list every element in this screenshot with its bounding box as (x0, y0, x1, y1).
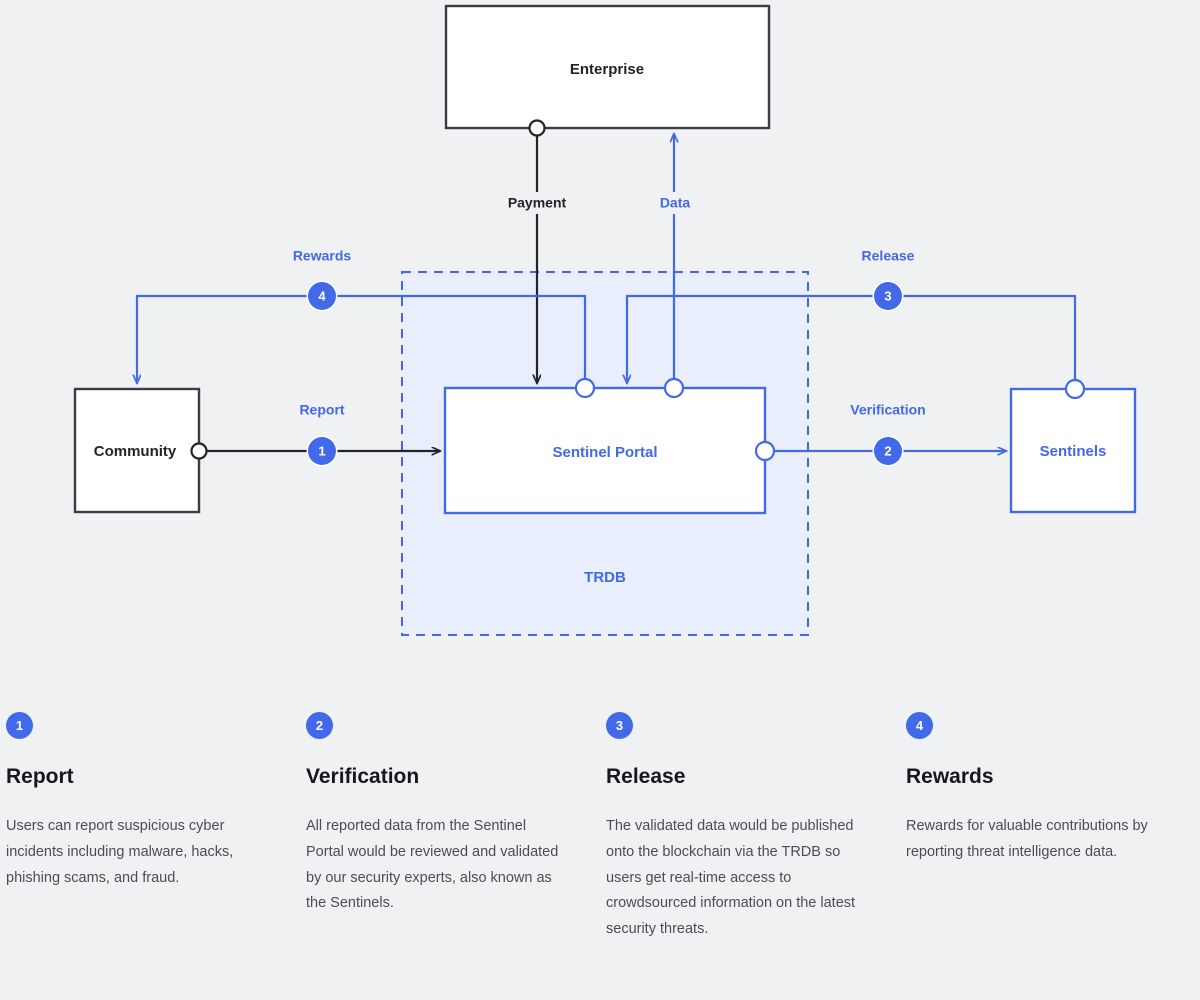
legend-title-4: Rewards (906, 765, 994, 788)
edge-rewards-label: Rewards (293, 248, 352, 264)
flow-diagram: TRDB Enterprise Community Sentinel Porta… (73, 4, 1137, 636)
badge-report: 1 (306, 435, 338, 467)
legend-title-2: Verification (306, 765, 420, 788)
badge-release-number: 3 (884, 288, 891, 303)
legend-desc-4: Rewards for valuable contributions by re… (906, 818, 1148, 860)
edge-payment: Payment (489, 119, 585, 384)
badge-rewards-number: 4 (318, 288, 326, 303)
legend-title-3: Release (606, 765, 686, 788)
badge-release: 3 (872, 280, 904, 312)
badge-verification: 2 (872, 435, 904, 467)
edge-verification-label: Verification (850, 402, 925, 418)
edge-rewards: Rewards 4 (137, 245, 596, 399)
legend-row: 1 Report Users can report suspicious cyb… (0, 712, 1200, 943)
legend-badge-4: 4 (906, 712, 933, 739)
badge-report-number: 1 (318, 443, 325, 458)
node-community[interactable]: Community (73, 387, 201, 514)
edge-data-label: Data (660, 195, 691, 211)
node-sentinels-label: Sentinels (1040, 443, 1107, 460)
badge-verification-number: 2 (884, 443, 891, 458)
legend-desc-1: Users can report suspicious cyber incide… (6, 818, 234, 886)
legend-badge-1: 1 (6, 712, 33, 739)
node-sentinels[interactable]: Sentinels (1009, 387, 1137, 514)
edge-payment-label: Payment (508, 195, 567, 211)
edge-data: Data (646, 134, 704, 399)
legend-desc-3: The validated data would be published on… (606, 818, 856, 938)
legend-item-rewards: 4 Rewards Rewards for valuable contribut… (900, 712, 1200, 943)
node-sentinel-portal[interactable]: Sentinel Portal (443, 386, 767, 515)
legend-title-1: Report (6, 765, 74, 788)
trdb-label: TRDB (584, 569, 626, 586)
node-enterprise-label: Enterprise (570, 61, 644, 78)
legend-desc-2: All reported data from the Sentinel Port… (306, 818, 559, 912)
node-sentinel-portal-label: Sentinel Portal (552, 444, 657, 461)
edge-release: Release 3 (627, 245, 1086, 400)
legend-item-release: 3 Release The validated data would be pu… (600, 712, 900, 943)
edge-report-label: Report (299, 402, 344, 418)
edge-report: Report 1 (190, 399, 441, 467)
legend-badge-3: 3 (606, 712, 633, 739)
node-enterprise[interactable]: Enterprise (444, 4, 771, 130)
legend-item-report: 1 Report Users can report suspicious cyb… (0, 712, 300, 943)
legend-item-verification: 2 Verification All reported data from th… (300, 712, 600, 943)
edge-verification: Verification 2 (754, 399, 1006, 467)
badge-rewards: 4 (306, 280, 338, 312)
legend-badge-2: 2 (306, 712, 333, 739)
node-community-label: Community (94, 443, 177, 460)
edge-release-label: Release (862, 248, 915, 264)
